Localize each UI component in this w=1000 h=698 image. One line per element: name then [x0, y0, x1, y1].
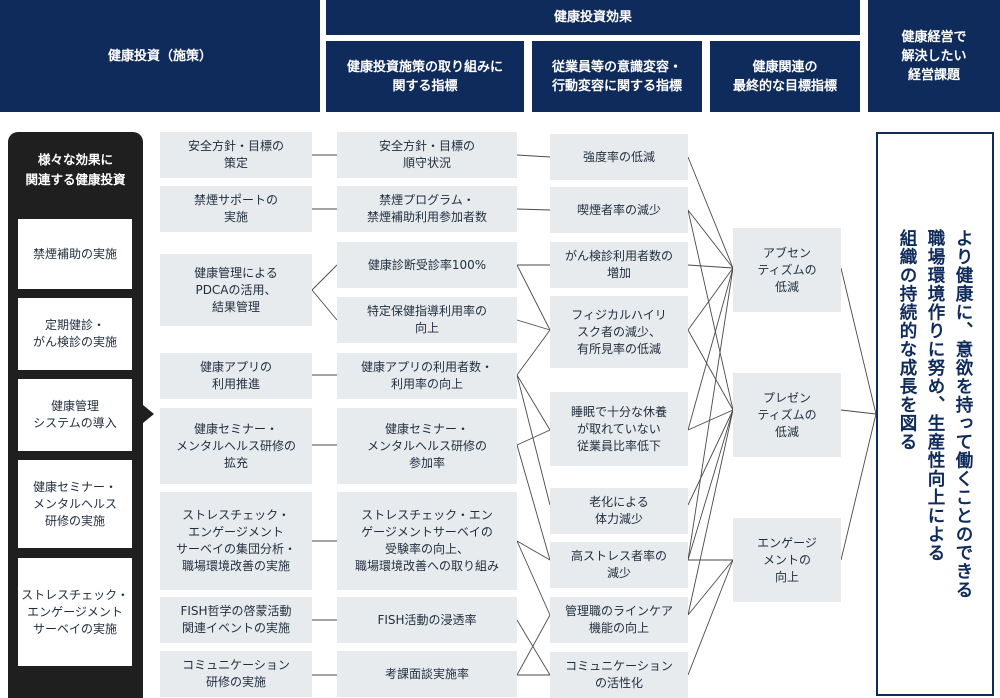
left-panel-item: 健康セミナー・ メンタルヘルス 研修の実施 — [18, 460, 132, 548]
connector-line — [687, 209, 734, 269]
header-investment: 健康投資（施策） — [0, 0, 320, 112]
arrow-right-icon — [143, 405, 154, 423]
initiative-indicator-box: 禁煙プログラム・ 禁煙補助利用参加者数 — [337, 186, 517, 232]
investment-box: ストレスチェック・ エンゲージメント サーベイの集団分析・ 職場環境改善の実施 — [160, 492, 312, 590]
initiative-indicator-box: FISH活動の浸透率 — [337, 597, 517, 643]
connector-line — [687, 267, 734, 561]
connector-line — [687, 209, 734, 411]
investment-box: コミュニケーション 研修の実施 — [160, 651, 312, 697]
left-panel-item: 健康管理 システムの導入 — [18, 379, 132, 451]
awareness-indicator-box: 睡眠で十分な休養 が取れていない 従業員比率低下 — [550, 392, 688, 466]
connector-line — [516, 614, 551, 676]
header-awareness-indicators: 従業員等の意識変容・ 行動変容に関する指標 — [532, 41, 702, 112]
awareness-indicator-box: 強度率の低減 — [550, 134, 688, 180]
header-final-indicators: 健康関連の 最終的な目標指標 — [710, 41, 860, 112]
connector-line — [516, 319, 551, 331]
connector-line — [311, 289, 338, 321]
initiative-indicator-box: 考課面談実施率 — [337, 651, 517, 697]
final-indicator-box: エンゲージ メントの 向上 — [733, 518, 841, 602]
header-management-issues: 健康経営で 解決したい 経営課題 — [868, 0, 1000, 112]
connector-line — [840, 413, 877, 561]
management-goal-box: より健康に、意欲を持って働くことのできる 職場環境作りに努め、生産性向上による … — [876, 132, 994, 696]
investment-box: FISH哲学の啓蒙活動 関連イベントの実施 — [160, 597, 312, 643]
initiative-indicator-box: 健康アプリの利用者数・ 利用率の向上 — [337, 353, 517, 399]
connector-line — [687, 267, 734, 431]
connector-line — [687, 267, 734, 331]
header-effects: 健康投資効果 — [326, 0, 860, 35]
awareness-indicator-box: フィジカルハイリ スク者の減少、 有所見率の低減 — [550, 296, 688, 368]
initiative-indicator-box: 健康セミナー・ メンタルヘルス研修の 参加率 — [337, 408, 517, 484]
connector-line — [687, 409, 734, 506]
connector-line — [516, 208, 551, 211]
investment-box: 健康アプリの 利用推進 — [160, 353, 312, 399]
investment-box: 健康セミナー・ メンタルヘルス研修の 拡充 — [160, 408, 312, 484]
connector-line — [516, 374, 551, 431]
awareness-indicator-box: コミュニケーション の活性化 — [550, 652, 688, 698]
awareness-indicator-box: 管理職のラインケア 機能の向上 — [550, 597, 688, 643]
connector-line — [516, 540, 551, 616]
connector-line — [516, 429, 551, 446]
connector-line — [840, 409, 877, 415]
awareness-indicator-box: 喫煙者率の減少 — [550, 187, 688, 233]
final-indicator-box: アブセン ティズムの 低減 — [733, 228, 841, 312]
connector-line — [516, 329, 551, 376]
awareness-indicator-box: 高ストレス者率の 減少 — [550, 542, 688, 588]
investment-box: 健康管理による PDCAの活用、 結果管理 — [160, 254, 312, 326]
connector-line — [687, 409, 734, 616]
connector-line — [516, 619, 551, 676]
connector-line — [516, 540, 551, 561]
awareness-indicator-box: がん検診利用者数の 増加 — [550, 242, 688, 288]
left-panel-title: 様々な効果に 関連する健康投資 — [25, 152, 126, 187]
left-panel-item: 禁煙補助の実施 — [18, 219, 132, 289]
investment-box: 安全方針・目標の 策定 — [160, 132, 312, 178]
connector-line — [840, 267, 877, 415]
connector-line — [687, 409, 734, 561]
awareness-indicator-box: 老化による 体力減少 — [550, 488, 688, 534]
connector-line — [687, 329, 734, 411]
connector-line — [687, 264, 734, 269]
connector-line — [687, 559, 734, 616]
connector-line — [311, 264, 338, 291]
initiative-indicator-box: 健康診断受診率100% — [337, 242, 517, 288]
final-indicator-box: プレゼン ティズムの 低減 — [733, 373, 841, 457]
left-panel-item: 定期健診・ がん検診の実施 — [18, 298, 132, 370]
connector-line — [516, 264, 551, 331]
connector-line — [687, 156, 734, 269]
connector-line — [687, 409, 734, 431]
left-panel-item: ストレスチェック・ エンゲージメント サーベイの実施 — [18, 558, 132, 666]
connector-line — [687, 559, 734, 676]
connector-line — [516, 374, 551, 506]
management-goal-text: より健康に、意欲を持って働くことのできる 職場環境作りに努め、生産性向上による … — [897, 229, 973, 599]
connector-line — [516, 444, 551, 561]
initiative-indicator-box: 安全方針・目標の 順守状況 — [337, 132, 517, 178]
connector-line — [516, 154, 551, 158]
header-initiative-indicators: 健康投資施策の取り組みに 関する指標 — [326, 41, 524, 112]
initiative-indicator-box: 特定保健指導利用率の 向上 — [337, 297, 517, 343]
investment-box: 禁煙サポートの 実施 — [160, 186, 312, 232]
initiative-indicator-box: ストレスチェック・エン ゲージメントサーベイの 受験率の向上、 職場環境改善への… — [337, 492, 517, 590]
